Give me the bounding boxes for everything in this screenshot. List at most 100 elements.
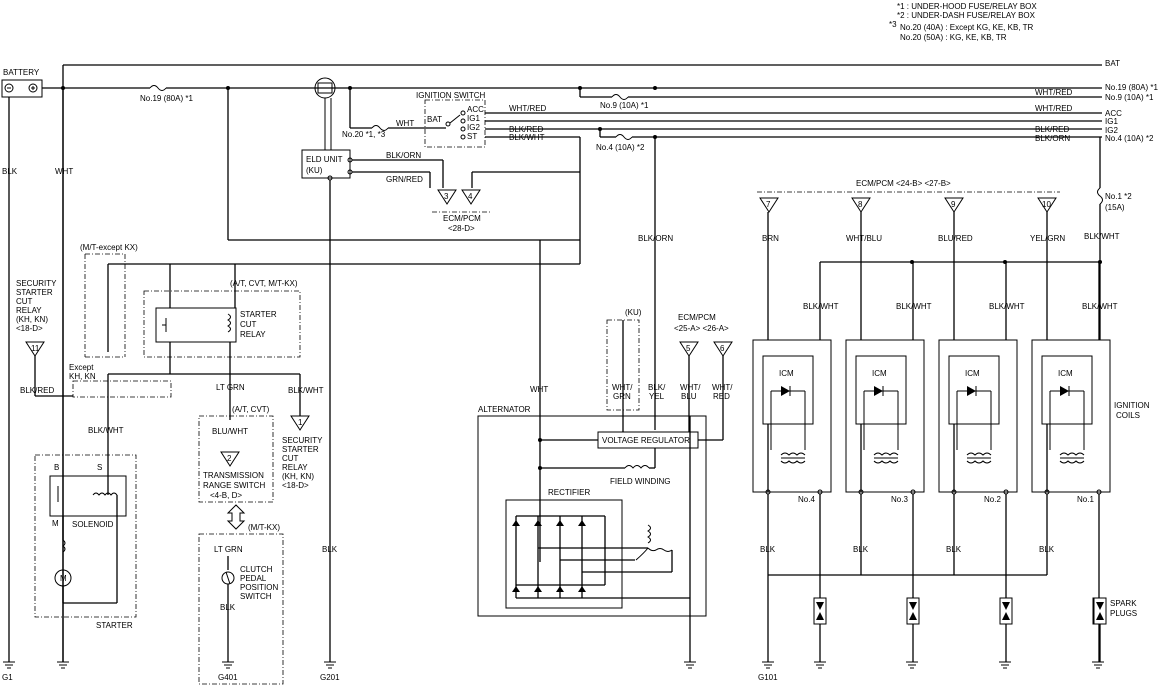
wire-wht-starter: WHT <box>55 167 73 176</box>
variant-mt-kx: (M/T-KX) <box>248 523 280 532</box>
rectifier-title: RECTIFIER <box>548 488 590 497</box>
icm-box <box>948 355 1000 425</box>
wire-blkred-ig2: BLK/RED <box>509 125 543 134</box>
alternator-box <box>477 415 707 617</box>
spark-plugs-label-1: SPARK <box>1110 599 1137 608</box>
starter-cut-relay-l1: STARTER <box>240 310 277 319</box>
right-label-ig2: IG2 <box>1105 126 1118 135</box>
wire-blkwht-coil: BLK/WHT <box>803 302 839 311</box>
right-label-acc: ACC <box>1105 109 1122 118</box>
wire-blk-coil: BLK <box>946 545 962 554</box>
spark-plug-legend-icon <box>1093 597 1107 625</box>
wire-bluwht: BLU/WHT <box>212 427 248 436</box>
wire-whtred-acc: WHT/RED <box>509 104 547 113</box>
wire-blured: BLU/RED <box>938 234 973 243</box>
voltage-regulator-label: VOLTAGE REGULATOR <box>602 436 690 445</box>
bat-label: BAT <box>1105 59 1120 68</box>
battery-label: BATTERY <box>3 68 40 77</box>
ecm-coils-title: ECM/PCM <24-B> <27-B> <box>856 179 951 188</box>
wire-blk-coil: BLK <box>1039 545 1055 554</box>
fuse-no1-b: (15A) <box>1105 203 1125 212</box>
coil-name: No.3 <box>891 495 908 504</box>
starter-m: M <box>52 519 59 528</box>
wire-blkwht-security-right: BLK/WHT <box>288 386 324 395</box>
wire-blk-yel-1: BLK/ <box>648 383 666 392</box>
clutch-box <box>198 533 284 685</box>
trs-l1: TRANSMISSION <box>203 471 264 480</box>
variant-mt-except-kx: (M/T-except KX) <box>80 243 138 252</box>
wire-wht-red-2: RED <box>713 392 730 401</box>
ecm-coil-pin-8: 8 <box>858 200 863 209</box>
spark-plug-icon <box>813 597 827 625</box>
field-winding-label: FIELD WINDING <box>610 477 670 486</box>
wire-blkwht-no1: BLK/WHT <box>1084 232 1120 241</box>
icm-label: ICM <box>872 369 887 378</box>
coil-name: No.1 <box>1077 495 1094 504</box>
clutch-l2: PEDAL <box>240 574 267 583</box>
eld-unit-label: ELD UNIT <box>306 155 343 164</box>
right-label-no4: No.4 (10A) *2 <box>1105 134 1154 143</box>
starter-cut-relay-box <box>143 290 301 358</box>
ignition-switch-bat: BAT <box>427 115 442 124</box>
wire-wht-grn-2: GRN <box>613 392 631 401</box>
fuse-no20: No.20 *1, *3 <box>342 130 386 139</box>
security-right-l3: CUT <box>282 454 299 463</box>
fuse-no1-a: No.1 *2 <box>1105 192 1132 201</box>
fuse-no19: No.19 (80A) *1 <box>140 94 193 103</box>
ignition-coil-box <box>1031 339 1111 493</box>
coil-name: No.4 <box>798 495 815 504</box>
starter-s: S <box>97 463 102 472</box>
ground-g401: G401 <box>218 673 238 682</box>
wire-blk-yel-2: YEL <box>649 392 665 401</box>
starter-solenoid: SOLENOID <box>72 520 114 529</box>
security-left-l2: STARTER <box>16 288 53 297</box>
ecm-alt-title: ECM/PCM <box>678 313 716 322</box>
security-right-pin: 1 <box>298 418 303 427</box>
ignition-coil-box <box>752 339 832 493</box>
icm-box <box>762 355 814 425</box>
ecm-coil-pin-7: 7 <box>766 200 771 209</box>
spark-plug-icon <box>999 597 1013 625</box>
double-arrow-icon <box>226 504 246 530</box>
trs-box <box>198 415 274 503</box>
wire-blkred-security: BLK/RED <box>20 386 54 395</box>
variant-ku: (KU) <box>625 308 642 317</box>
wire-blk-coil: BLK <box>853 545 869 554</box>
wire-ltgrn: LT GRN <box>216 383 245 392</box>
clutch-l1: CLUTCH <box>240 565 273 574</box>
ground-g101: G101 <box>758 673 778 682</box>
security-left-l4: RELAY <box>16 306 42 315</box>
wire-blkwht-coil: BLK/WHT <box>896 302 932 311</box>
ecm-coil-pin-10: 10 <box>1042 200 1051 209</box>
note-1: *1 : UNDER-HOOD FUSE/RELAY BOX <box>897 2 1037 11</box>
wire-ltgrn-clutch: LT GRN <box>214 545 243 554</box>
fuse-no4: No.4 (10A) *2 <box>596 143 645 152</box>
ignition-coils-label-1: IGNITION <box>1114 401 1150 410</box>
clutch-l3: POSITION <box>240 583 278 592</box>
wire-wht-blu-1: WHT/ <box>680 383 701 392</box>
icm-box <box>855 355 907 425</box>
wire-whtred-no9: WHT/RED <box>1035 88 1073 97</box>
starter-cut-relay-l2: CUT <box>240 320 257 329</box>
wire-blk-eld: BLK <box>322 545 338 554</box>
starter-title: STARTER <box>96 621 133 630</box>
ignition-switch-title: IGNITION SWITCH <box>416 91 486 100</box>
spark-plugs-label-2: PLUGS <box>1110 609 1137 618</box>
ecm-coil-pin-9: 9 <box>951 200 956 209</box>
ignition-switch-ig1: IG1 <box>467 114 480 123</box>
wire-blkwht-coil: BLK/WHT <box>1082 302 1118 311</box>
wire-blk-clutch: BLK <box>220 603 236 612</box>
spark-plug-icon <box>906 597 920 625</box>
ecm-top-title: ECM/PCM <box>443 214 481 223</box>
wire-blk-battery: BLK <box>2 167 18 176</box>
wire-brn: BRN <box>762 234 779 243</box>
security-left-l1: SECURITY <box>16 279 57 288</box>
ignition-coils-label-2: COILS <box>1116 411 1140 420</box>
starter-box <box>34 454 137 618</box>
ground-g201: G201 <box>320 673 340 682</box>
security-right-l1: SECURITY <box>282 436 323 445</box>
wire-blk-coil: BLK <box>760 545 776 554</box>
note-4: No.20 (40A) : Except KG, KE, KB, TR <box>900 23 1033 32</box>
note-2: *2 : UNDER-DASH FUSE/RELAY BOX <box>897 11 1036 20</box>
security-left-l3: CUT <box>16 297 33 306</box>
